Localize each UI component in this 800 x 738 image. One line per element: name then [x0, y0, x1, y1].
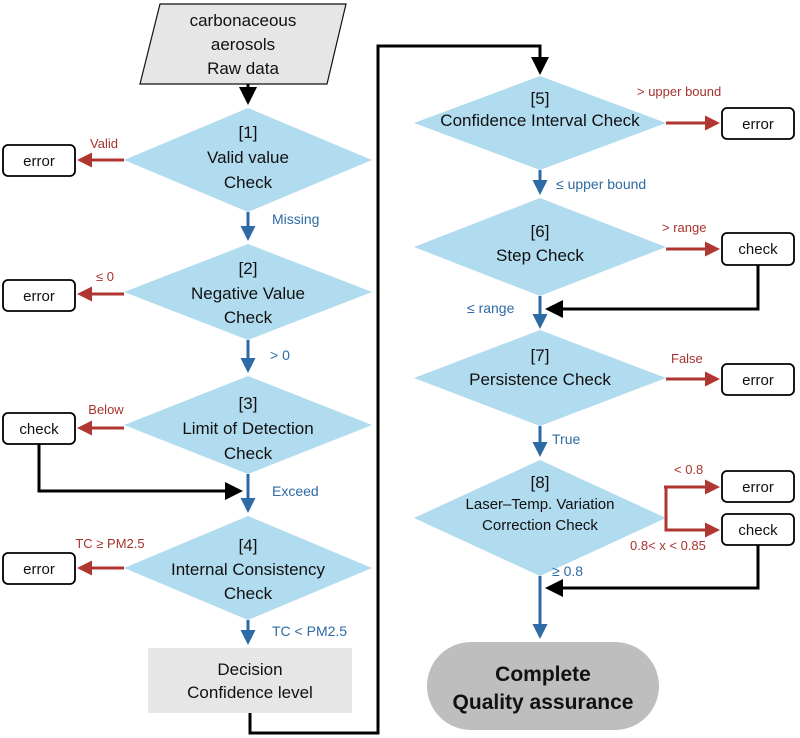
label-le0: ≤ 0: [96, 269, 114, 284]
label-lt08: < 0.8: [674, 462, 703, 477]
label-below: Below: [88, 402, 124, 417]
decision-line1: Decision: [217, 660, 282, 679]
label-tc-lt: TC < PM2.5: [272, 623, 347, 639]
check8-return-line: [545, 545, 760, 597]
check7-diamond: [414, 330, 666, 426]
check3-line2: Check: [224, 444, 273, 463]
check3-check-label: check: [19, 421, 59, 438]
check5-error-box: [721, 107, 795, 140]
check4-diamond: [124, 516, 372, 620]
check7-line1: Persistence Check: [469, 370, 611, 389]
check1-error-label: error: [23, 153, 55, 170]
check4-line2: Check: [224, 584, 273, 603]
check8-line2: Correction Check: [482, 517, 598, 534]
check1-diamond: [124, 108, 372, 212]
check5-diamond: [414, 76, 666, 170]
label-gt-upper: > upper bound: [637, 84, 721, 99]
raw-data-input-node: [139, 3, 347, 85]
label-between: 0.8< x < 0.85: [630, 538, 706, 553]
connector-decision-to-check5: [248, 44, 549, 735]
check8-line1: Laser–Temp. Variation: [466, 496, 615, 513]
label-false: False: [671, 351, 703, 366]
check8-check-label: check: [738, 522, 778, 539]
check4-error-label: error: [23, 561, 55, 578]
decision-line2: Confidence level: [187, 683, 313, 702]
check8-num: [8]: [531, 473, 550, 492]
check6-diamond: [414, 198, 666, 296]
check4-num: [4]: [239, 536, 258, 555]
label-valid: Valid: [90, 136, 118, 151]
label-gt0: > 0: [270, 347, 290, 363]
terminal-line2: Quality assurance: [453, 691, 634, 714]
label-true: True: [552, 431, 580, 447]
check2-diamond: [124, 244, 372, 340]
input-line1: carbonaceous: [190, 11, 297, 30]
label-le-upper: ≤ upper bound: [556, 176, 646, 192]
check6-line1: Step Check: [496, 246, 584, 265]
check4-error-box: [2, 552, 76, 585]
check5-line1: Confidence Interval Check: [440, 111, 640, 130]
check1-error-box: [2, 144, 76, 177]
check5-error-label: error: [742, 116, 774, 133]
check8-branch-lower: [664, 518, 720, 538]
check7-num: [7]: [531, 346, 550, 365]
input-line3: Raw data: [207, 59, 279, 78]
terminal-line1: Complete: [495, 663, 591, 686]
label-exceed: Exceed: [272, 483, 319, 499]
check2-line1: Negative Value: [191, 284, 305, 303]
label-gt-range: > range: [662, 220, 706, 235]
check1-line1: Valid value: [207, 148, 289, 167]
complete-qa-terminal: [427, 642, 659, 730]
check3-line1: Limit of Detection: [182, 419, 313, 438]
input-line2: aerosols: [211, 35, 275, 54]
label-ge08: ≥ 0.8: [552, 563, 583, 579]
check6-return-line: [545, 265, 760, 318]
check3-num: [3]: [239, 394, 258, 413]
check1-num: [1]: [239, 123, 258, 142]
check3-diamond: [124, 376, 372, 474]
check2-error-label: error: [23, 288, 55, 305]
check8-error-label: error: [742, 479, 774, 496]
check4-line1: Internal Consistency: [171, 560, 326, 579]
check2-error-box: [2, 279, 76, 312]
check6-check-label: check: [738, 241, 778, 258]
check8-diamond: [414, 460, 666, 576]
check3-return-line: [37, 444, 243, 500]
decision-box: [148, 648, 352, 713]
check7-error-box: [721, 363, 795, 396]
check6-num: [6]: [531, 222, 550, 241]
check2-num: [2]: [239, 259, 258, 278]
label-tc-ge: TC ≥ PM2.5: [75, 536, 144, 551]
check5-num: [5]: [531, 89, 550, 108]
label-le-range: ≤ range: [467, 300, 515, 316]
label-missing: Missing: [272, 211, 319, 227]
check1-line2: Check: [224, 173, 273, 192]
check2-line2: Check: [224, 308, 273, 327]
check8-error-box: [721, 470, 795, 503]
check7-error-label: error: [742, 372, 774, 389]
